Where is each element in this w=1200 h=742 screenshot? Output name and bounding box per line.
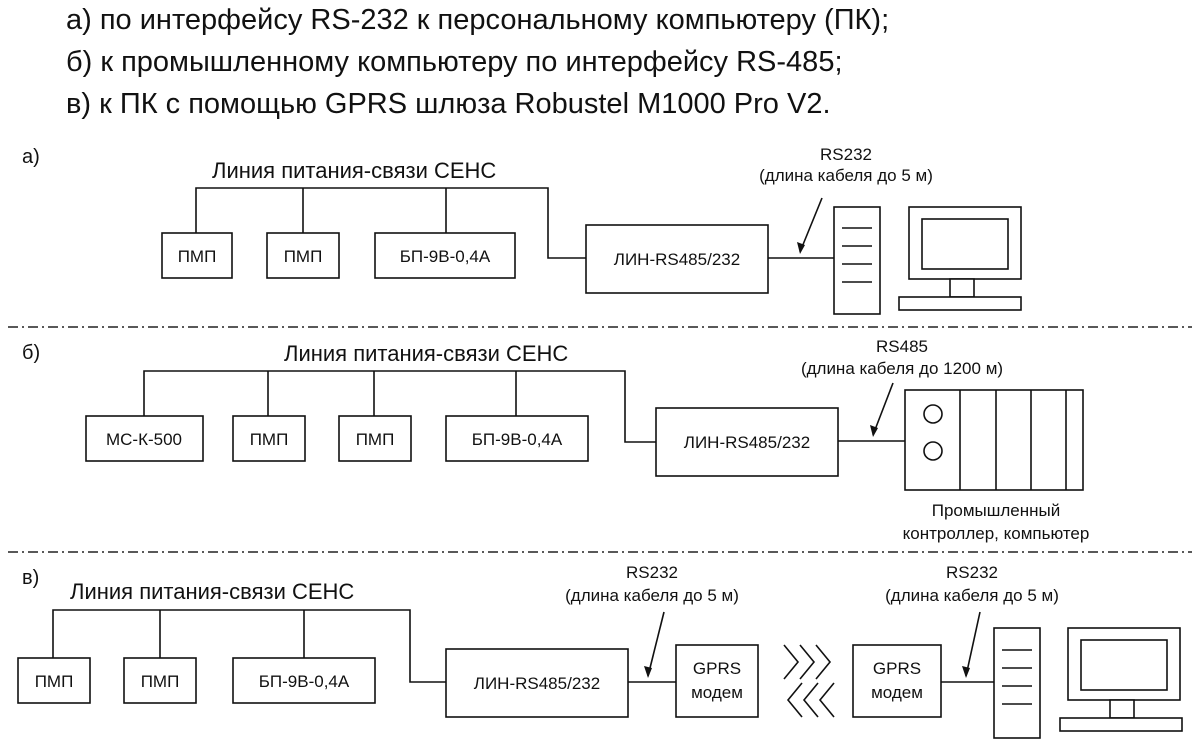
section-a-label: а) <box>22 146 40 168</box>
section-a-line-title: Линия питания-связи СЕНС <box>212 158 496 183</box>
section-a-device-box <box>266 232 340 279</box>
section-c-pointer-2-arrowhead <box>962 666 970 678</box>
section-a-converter-label: ЛИН-RS485/232 <box>614 250 740 269</box>
section-b-converter-box <box>655 407 839 477</box>
section-b-pointer-arrowhead <box>870 425 878 437</box>
section-b-power-box <box>445 415 589 462</box>
section-a-interface: RS232 <box>820 145 872 164</box>
section-b-pointer <box>872 382 894 436</box>
section-a-device-label: ПМП <box>178 247 217 266</box>
section-c-device-label: ПМП <box>35 672 74 691</box>
section-b-device-label: МС-К-500 <box>106 430 182 449</box>
section-c-converter-box <box>445 648 629 718</box>
section-a-monitor-icon <box>898 206 1022 311</box>
section-c-cable-length-1: (длина кабеля до 5 м) <box>565 586 739 605</box>
section-b-bus <box>143 370 656 443</box>
section-b-controller-icon <box>904 389 1084 491</box>
caption-line-c: в) к ПК с помощью GPRS шлюза Robustel M1… <box>66 88 831 120</box>
section-c-pointer-1 <box>647 611 665 677</box>
section-a-pointer-arrowhead <box>797 242 805 254</box>
section-c-power-box <box>232 657 376 704</box>
section-b-power-label: БП-9В-0,4А <box>472 430 563 449</box>
section-b-line-title: Линия питания-связи СЕНС <box>284 341 568 366</box>
section-a-power-box <box>374 232 516 279</box>
section-a: а) Линия питания-связи СЕНС ПМП ПМП БП-9… <box>22 145 1022 315</box>
section-c-modem-2-line2: модем <box>871 683 923 702</box>
caption-line-b: б) к промышленному компьютеру по интерфе… <box>66 46 843 78</box>
section-c-device-box <box>17 657 91 704</box>
section-b-device-box <box>232 415 306 462</box>
section-b-interface: RS485 <box>876 337 928 356</box>
section-a-pointer <box>799 197 823 253</box>
section-c-converter-label: ЛИН-RS485/232 <box>474 674 600 693</box>
section-a-device-box <box>161 232 233 279</box>
section-c-gprs-modem-1 <box>675 644 759 718</box>
section-c-modem-1-line2: модем <box>691 683 743 702</box>
section-c-power-label: БП-9В-0,4А <box>259 672 350 691</box>
section-c-interface-2: RS232 <box>946 563 998 582</box>
section-c-device-label: ПМП <box>141 672 180 691</box>
section-a-converter-box <box>585 224 769 294</box>
section-b: б) Линия питания-связи СЕНС МС-К-500 ПМП… <box>22 337 1089 543</box>
section-c-pointer-2 <box>965 611 981 677</box>
section-b-label: б) <box>22 342 40 364</box>
wireless-link-icon <box>783 644 835 718</box>
section-a-tower-icon <box>833 206 881 315</box>
section-c-label: в) <box>22 567 39 589</box>
caption-line-a: а) по интерфейсу RS-232 к персональному … <box>66 4 890 36</box>
section-c-device-box <box>123 657 197 704</box>
section-c: в) Линия питания-связи СЕНС ПМП ПМП БП-9… <box>17 563 1183 739</box>
section-b-device-box <box>338 415 412 462</box>
section-c-bus <box>52 609 446 683</box>
section-b-cable-length: (длина кабеля до 1200 м) <box>801 359 1003 378</box>
section-c-modem-2-line1: GPRS <box>873 659 921 678</box>
section-a-bus <box>195 187 586 259</box>
section-b-device-label: ПМП <box>250 430 289 449</box>
section-c-modem-1-line1: GPRS <box>693 659 741 678</box>
section-c-interface-1: RS232 <box>626 563 678 582</box>
section-a-cable-length: (длина кабеля до 5 м) <box>759 166 933 185</box>
section-b-device-box <box>85 415 204 462</box>
section-c-monitor-icon <box>1059 627 1183 732</box>
section-a-device-label: ПМП <box>284 247 323 266</box>
section-c-line-title: Линия питания-связи СЕНС <box>70 579 354 604</box>
section-c-tower-icon <box>993 627 1041 739</box>
section-c-gprs-modem-2 <box>852 644 942 718</box>
section-a-power-label: БП-9В-0,4А <box>400 247 491 266</box>
section-b-controller-line1: Промышленный <box>932 501 1061 520</box>
section-c-pointer-1-arrowhead <box>644 666 652 678</box>
section-b-converter-label: ЛИН-RS485/232 <box>684 433 810 452</box>
section-c-cable-length-2: (длина кабеля до 5 м) <box>885 586 1059 605</box>
section-b-controller-line2: контроллер, компьютер <box>903 524 1090 543</box>
section-b-device-label: ПМП <box>356 430 395 449</box>
